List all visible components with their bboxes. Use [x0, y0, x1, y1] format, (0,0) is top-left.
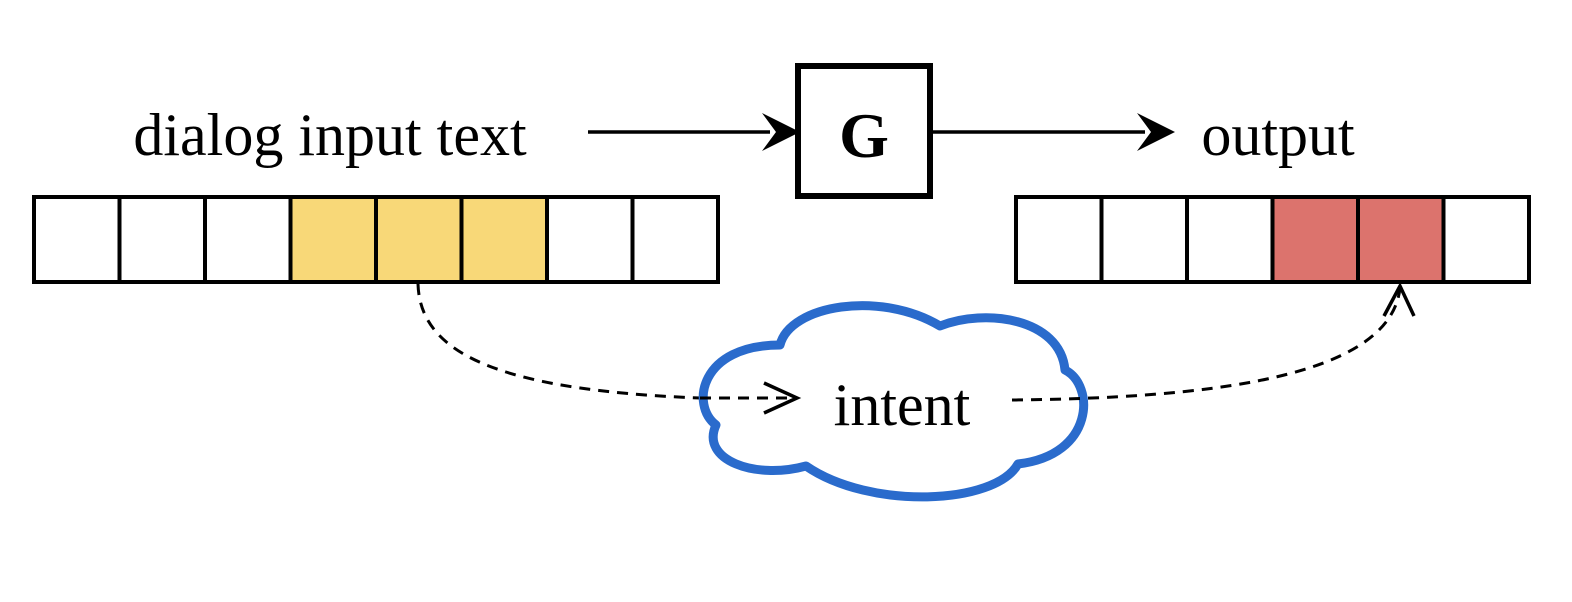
model-to-output-arrowhead: [1137, 113, 1175, 151]
output-token-cell-4: [1270, 195, 1360, 284]
intent-to-output-arrowhead: [1382, 282, 1416, 317]
input-token-cell-4: [288, 195, 378, 284]
input-label: dialog input text: [133, 102, 527, 168]
output-token-cell-1: [1014, 195, 1104, 284]
input-token-cell-7: [545, 195, 635, 284]
input-token-cell-6: [459, 195, 549, 284]
output-label: output: [1201, 102, 1355, 168]
intent-label: intent: [834, 372, 971, 438]
intent-cloud: [698, 301, 1089, 502]
model-box: [795, 63, 933, 199]
input-to-intent-dashed-arrow: [416, 283, 790, 400]
output-token-cell-6: [1441, 195, 1531, 284]
input-to-model-arrowhead: [762, 113, 800, 151]
input-token-cell-1: [32, 195, 122, 284]
output-token-sequence: [1014, 195, 1531, 284]
output-token-cell-5: [1356, 195, 1446, 284]
intent-inbound-arrowhead: [763, 381, 802, 415]
model-label: G: [839, 100, 889, 171]
input-token-cell-3: [203, 195, 293, 284]
input-token-sequence: [32, 195, 720, 284]
intent-to-output-dashed-arrow: [1011, 287, 1402, 402]
input-token-cell-5: [374, 195, 464, 284]
output-token-cell-3: [1185, 195, 1275, 284]
input-token-cell-2: [117, 195, 207, 284]
input-token-cell-8: [630, 195, 720, 284]
output-token-cell-2: [1099, 195, 1189, 284]
